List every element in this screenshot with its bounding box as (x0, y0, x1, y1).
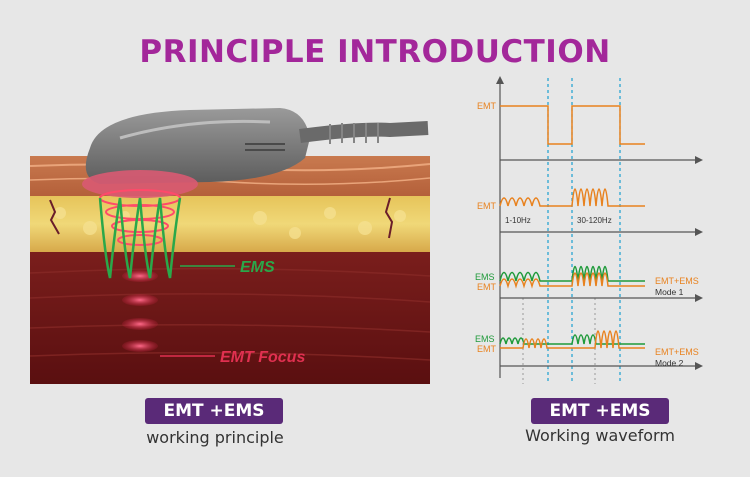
device-handle (85, 108, 310, 184)
row4-emt-label: EMT (477, 344, 497, 354)
device-cable (299, 121, 429, 143)
left-caption: working principle (146, 428, 284, 447)
right-badge: EMT +EMS (531, 398, 669, 424)
mode2-emt-wave (500, 330, 645, 349)
row4-ems-label: EMS (475, 334, 495, 344)
row3-legend: EMT+EMS (655, 276, 699, 286)
row3-mode: Mode 1 (655, 287, 684, 297)
freq-high-label: 30-120Hz (577, 216, 612, 225)
emt-ems-illustration: EMS EMT Focus (30, 108, 430, 384)
freq-low-label: 1-10Hz (505, 216, 531, 225)
ems-label: EMS (240, 259, 275, 276)
row2-emt-label: EMT (477, 201, 497, 211)
emt-focus-label: EMT Focus (220, 349, 305, 366)
page-title: PRINCIPLE INTRODUCTION (139, 34, 611, 70)
mode1-emt-wave (499, 272, 645, 289)
row3-ems-label: EMS (475, 272, 495, 282)
row4-mode: Mode 2 (655, 358, 684, 368)
ems-waves (98, 197, 182, 279)
emt-square-wave (500, 105, 645, 145)
right-caption: Working waveform (525, 426, 675, 445)
left-badge: EMT +EMS (145, 398, 283, 424)
mode2-ems-wave (499, 334, 645, 345)
row4-legend: EMT+EMS (655, 347, 699, 357)
device-head (82, 170, 198, 198)
waveform-diagram: EMT EMT 1-10Hz 30-120Hz EMS EMT EMT+EMS … (475, 76, 703, 384)
guide-lines (547, 78, 621, 384)
row3-emt-label: EMT (477, 282, 497, 292)
row1-emt-label: EMT (477, 101, 497, 111)
muscle-layer (30, 252, 430, 384)
mode1-ems-wave (499, 265, 645, 282)
emt-burst-wave (499, 188, 645, 207)
